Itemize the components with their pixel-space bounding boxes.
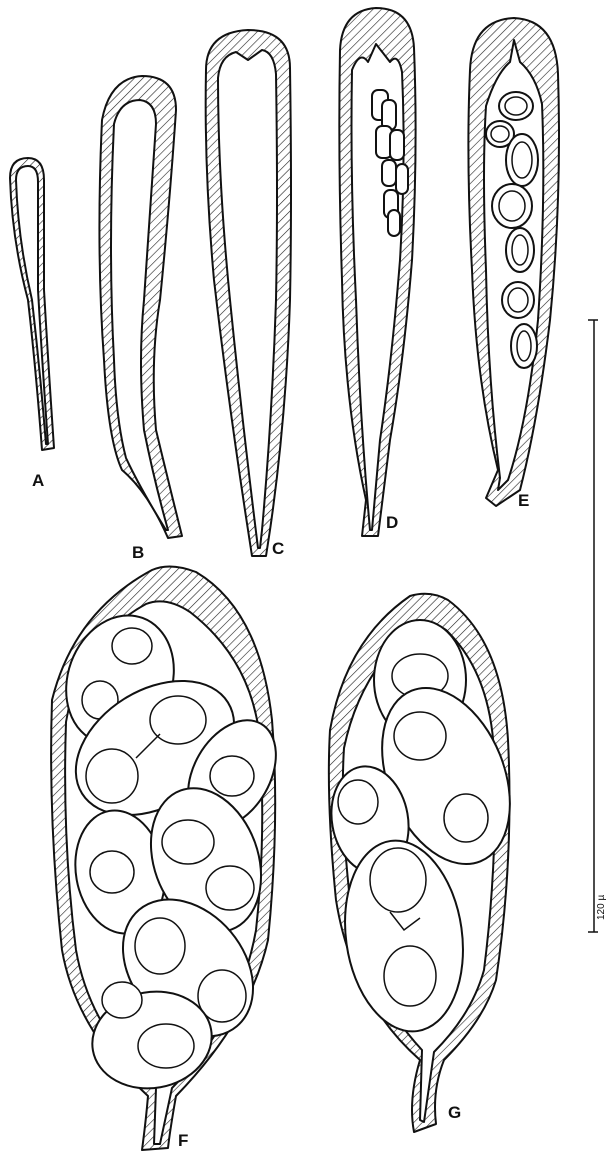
label-b: B bbox=[132, 543, 144, 562]
ascus-d bbox=[339, 8, 415, 536]
scale-bar-label: 120 µ bbox=[596, 895, 607, 920]
label-a: A bbox=[32, 471, 44, 490]
ascus-f bbox=[49, 566, 294, 1150]
ascus-g bbox=[323, 594, 534, 1132]
label-f: F bbox=[178, 1131, 188, 1150]
ascus-b bbox=[99, 76, 182, 538]
ascus-c bbox=[206, 30, 291, 556]
label-e: E bbox=[518, 491, 529, 510]
label-g: G bbox=[448, 1103, 461, 1122]
ascus-e bbox=[468, 18, 559, 506]
label-c: C bbox=[272, 539, 284, 558]
ascus-a bbox=[10, 158, 54, 450]
label-d: D bbox=[386, 513, 398, 532]
scale-bar: 120 µ bbox=[588, 320, 607, 932]
